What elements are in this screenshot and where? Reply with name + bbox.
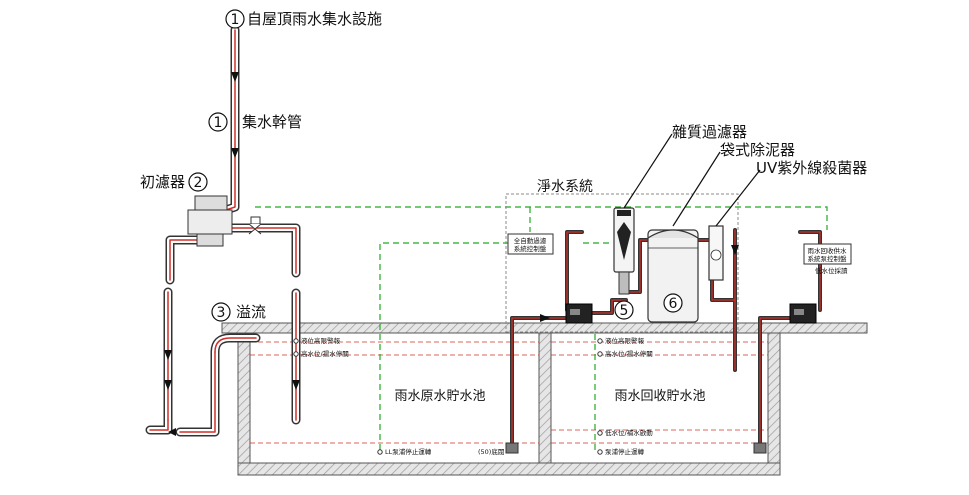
marker-5-num: 5 bbox=[620, 303, 629, 319]
pool-floor bbox=[237, 462, 781, 476]
marker-1-pipe: 1 bbox=[208, 112, 228, 132]
marker-6-num: 6 bbox=[669, 296, 678, 312]
feed-valve bbox=[248, 216, 262, 235]
auto-filter-panel: 全自動過濾 系統控制盤 bbox=[507, 233, 554, 255]
raw-high-alarm: 液位高限警報 bbox=[301, 336, 341, 345]
pool-right-wall bbox=[767, 332, 781, 476]
marker-6: 6 bbox=[663, 293, 683, 313]
uv-label: UV紫外線殺菌器 bbox=[756, 159, 867, 177]
marker-1-roof: 1 bbox=[225, 9, 245, 29]
bag-desilter bbox=[647, 229, 699, 323]
ground-slab bbox=[221, 322, 868, 334]
main-pipe-label: 集水幹管 bbox=[242, 113, 302, 131]
rec-high-alarm: 液位高限警報 bbox=[605, 336, 645, 345]
marker-3-num: 3 bbox=[217, 305, 226, 321]
recycle-pool-label: 雨水回收貯水池 bbox=[614, 389, 705, 404]
first-filter bbox=[187, 195, 233, 247]
raw-drain: (50)底閥 bbox=[478, 447, 504, 456]
marker-5: 5 bbox=[614, 300, 634, 320]
signal-lines bbox=[255, 206, 828, 450]
marker-3: 3 bbox=[211, 302, 231, 322]
raw-pool-label: 雨水原水貯水池 bbox=[394, 389, 485, 404]
low-level-alarm-label: 低水位採讀 bbox=[815, 266, 848, 275]
pipes bbox=[145, 25, 822, 445]
level-sensors bbox=[293, 338, 603, 455]
rec-pump-stop: 泵浦停止運轉 bbox=[605, 447, 645, 456]
uv-sterilizer bbox=[708, 225, 724, 281]
impurity-filter bbox=[613, 207, 635, 295]
bag-desilter-label: 袋式除泥器 bbox=[720, 141, 795, 159]
raw-high-stop: 高水位/揚水停關 bbox=[301, 349, 349, 358]
pool-left-wall bbox=[237, 332, 251, 476]
marker-2-num: 2 bbox=[194, 175, 203, 191]
supply-pump bbox=[789, 303, 817, 324]
marker-1-roof-num: 1 bbox=[231, 12, 240, 28]
roof-label: 自屋頂雨水集水設施 bbox=[247, 10, 382, 28]
recycle-pump-panel: 雨水回收供水 系統泵控制盤 bbox=[803, 243, 852, 265]
first-filter-label: 初濾器 bbox=[140, 173, 185, 191]
auto-filter-line2: 系統控制盤 bbox=[514, 244, 547, 253]
filter-pump bbox=[565, 303, 593, 324]
overflow-label: 溢流 bbox=[236, 303, 266, 321]
auto-filter-line1: 全自動過濾 bbox=[514, 236, 547, 245]
marker-1-pipe-num: 1 bbox=[214, 115, 223, 131]
rec-low-start: 低水位/補水啟動 bbox=[605, 428, 653, 437]
recycle-pump-line2: 系統泵控制盤 bbox=[808, 254, 848, 263]
marker-2: 2 bbox=[188, 172, 208, 192]
callout-leaders bbox=[623, 133, 761, 227]
impurity-filter-label: 雜質過濾器 bbox=[672, 123, 747, 141]
pools-structure bbox=[221, 322, 868, 476]
purify-system-box bbox=[505, 193, 739, 333]
recycle-pump-line1: 雨水回收供水 bbox=[808, 246, 848, 255]
flow-arrows bbox=[164, 72, 739, 436]
purify-system-label: 淨水系統 bbox=[537, 179, 593, 195]
pool-divider-wall bbox=[538, 332, 552, 476]
rec-high-stop: 高水位/揚水停關 bbox=[605, 349, 653, 358]
raw-low-stop: LL泵浦停止運轉 bbox=[385, 447, 432, 456]
foot-valves bbox=[505, 442, 767, 454]
